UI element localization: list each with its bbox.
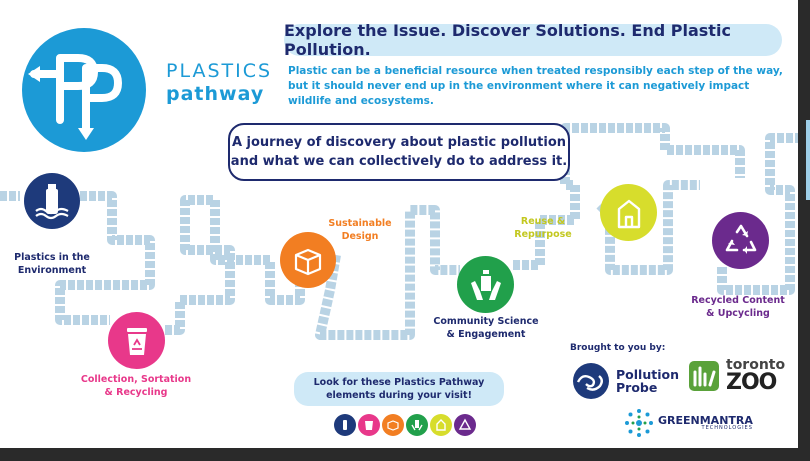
- water-bottle-icon: [35, 184, 69, 220]
- stage-label-environment: Plastics in the Environment: [14, 252, 90, 276]
- stage-reuse-repurpose: [600, 184, 657, 241]
- stage-label-collection: Collection, Sortation & Recycling: [80, 374, 192, 398]
- pp-monogram-icon: [28, 54, 122, 140]
- look-line-1: Look for these Plastics Pathway: [313, 377, 485, 388]
- pollution-probe-wave-icon: [573, 363, 609, 399]
- stage-label-design: Sustainable Design: [328, 218, 392, 242]
- stage-sustainable-design: [280, 232, 336, 288]
- pollution-probe-line-2: Probe: [616, 380, 658, 395]
- mini-water-bottle-icon: [334, 414, 356, 436]
- look-line-2: elements during your visit!: [326, 390, 472, 401]
- mini-box-icon: [382, 414, 404, 436]
- mini-hands-bottle-icon: [406, 414, 428, 436]
- look-for-callout: Look for these Plastics Pathway elements…: [294, 372, 504, 406]
- greenmantra-line-2: TECHNOLOGIES: [701, 425, 753, 431]
- greenmantra-burst-icon: [625, 409, 653, 437]
- mini-recycle-arrows-icon: [454, 414, 476, 436]
- pollution-probe-logo: Pollution Probe: [572, 362, 679, 400]
- pollution-probe-line-1: Pollution: [616, 367, 679, 382]
- stage-collection-recycling: [108, 312, 165, 369]
- mini-icon-row: [334, 414, 476, 436]
- hands-bottle-icon: [470, 269, 501, 300]
- journey-callout: A journey of discovery about plastic pol…: [228, 123, 570, 181]
- toronto-zoo-logo: toronto ZOO: [688, 358, 785, 394]
- window-frame-right: [798, 0, 810, 461]
- stage-recycled-content: [712, 212, 769, 269]
- greenmantra-line-1: GREENMANTRA: [658, 414, 753, 427]
- mini-recycling-bin-icon: [358, 414, 380, 436]
- recycling-bin-icon: [126, 327, 147, 355]
- box-icon: [294, 248, 322, 276]
- journey-line-1: A journey of discovery about plastic pol…: [231, 135, 567, 150]
- stage-label-community: Community Science & Engagement: [433, 316, 539, 340]
- toronto-zoo-line-1: toronto: [726, 357, 786, 373]
- recycle-arrows-icon: [725, 224, 756, 254]
- stage-label-reuse: Reuse & Repurpose: [514, 216, 572, 240]
- plastics-pathway-logo: [22, 28, 146, 152]
- stage-label-recycled: Recycled Content & Upcycling: [691, 295, 785, 319]
- tagline-banner: Explore the Issue. Discover Solutions. E…: [284, 21, 782, 59]
- window-frame-bottom: [0, 448, 810, 461]
- toronto-zoo-leaf-icon: [689, 361, 719, 391]
- toronto-zoo-line-2: ZOO: [726, 370, 777, 395]
- pathway-line: [0, 123, 798, 340]
- brand-line-2: pathway: [166, 83, 265, 105]
- stage-plastics-in-environment: [24, 173, 80, 229]
- window-frame-accent: [806, 120, 810, 200]
- stage-community-science: [457, 256, 514, 313]
- mini-house-icon: [430, 414, 452, 436]
- brought-to-you-by: Brought to you by:: [570, 343, 666, 353]
- journey-line-2: and what we can collectively do to addre…: [230, 154, 568, 169]
- intro-paragraph: Plastic can be a beneficial resource whe…: [288, 65, 783, 107]
- greenmantra-logo: GREENMANTRA TECHNOLOGIES: [624, 408, 753, 438]
- house-icon: [617, 199, 640, 228]
- brand-line-1: PLASTICS: [166, 60, 273, 82]
- brand-wordmark: PLASTICS pathway: [166, 62, 272, 104]
